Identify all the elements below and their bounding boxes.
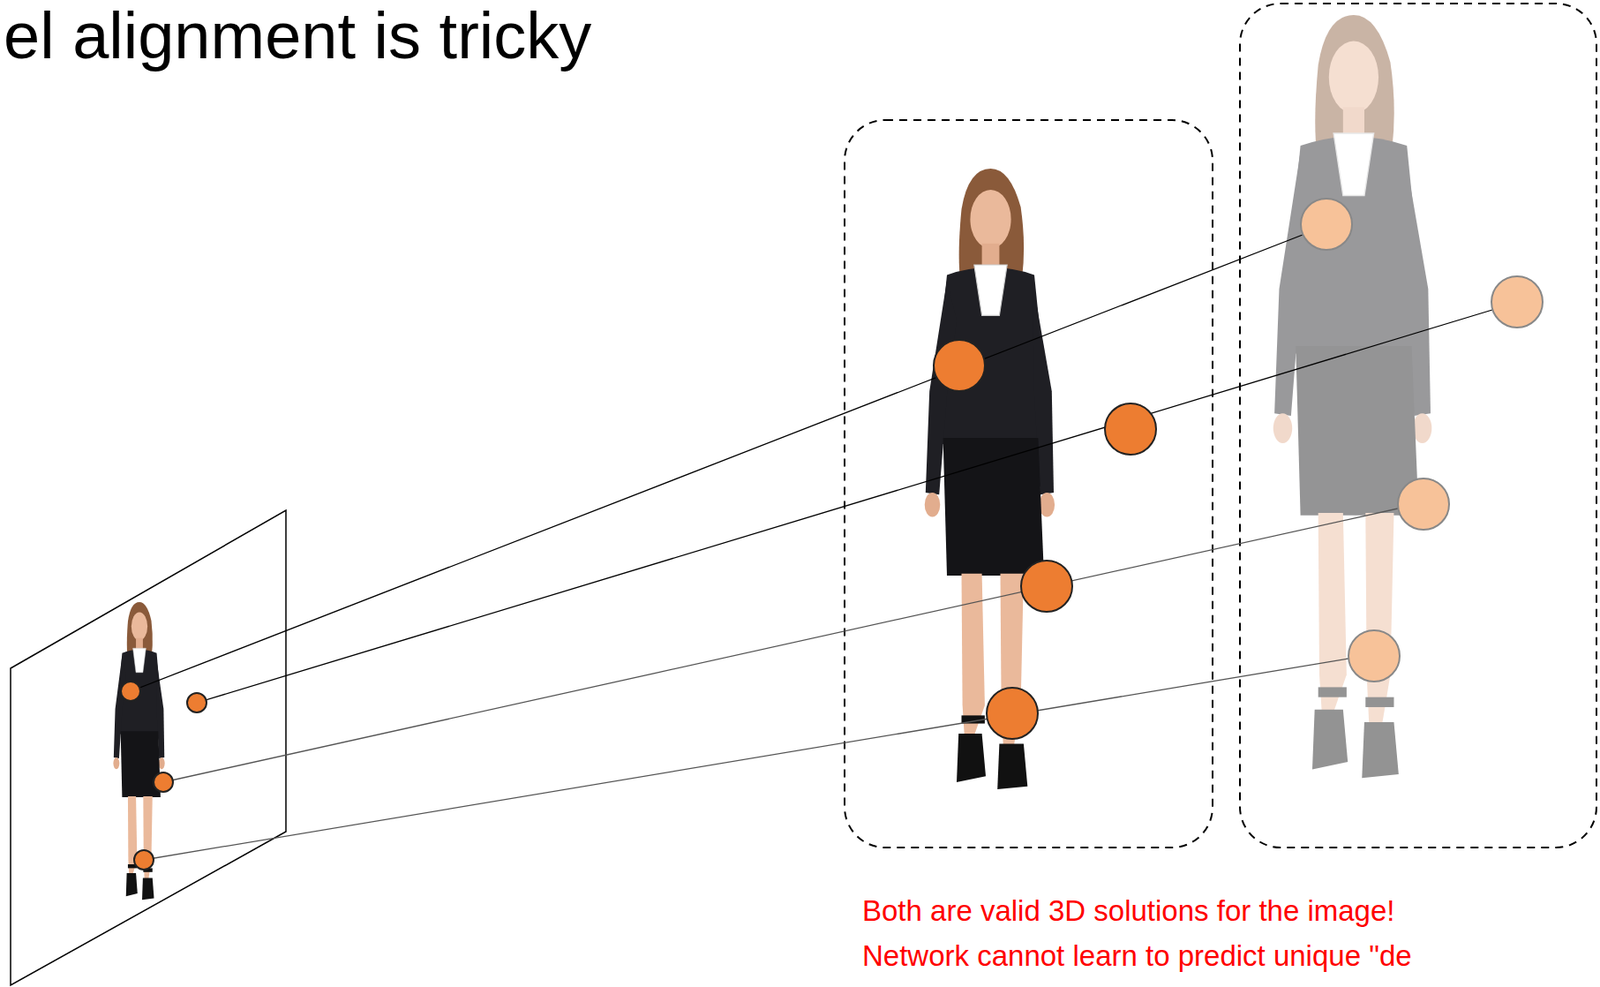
small-figure <box>112 601 165 900</box>
solution-box <box>1239 3 1597 848</box>
projection-rays <box>130 234 1493 860</box>
note-text: Both are valid 3D solutions for the imag… <box>862 893 1396 929</box>
faded-dots <box>1300 198 1543 682</box>
note-text: Network cannot learn to predict unique "… <box>862 938 1413 974</box>
near-figure <box>924 168 1055 789</box>
pixel-dots <box>120 339 1157 870</box>
image-plane <box>10 510 286 985</box>
slide-title: el alignment is tricky <box>3 3 592 69</box>
solution-box <box>844 120 1213 848</box>
far-figure <box>1273 15 1433 778</box>
